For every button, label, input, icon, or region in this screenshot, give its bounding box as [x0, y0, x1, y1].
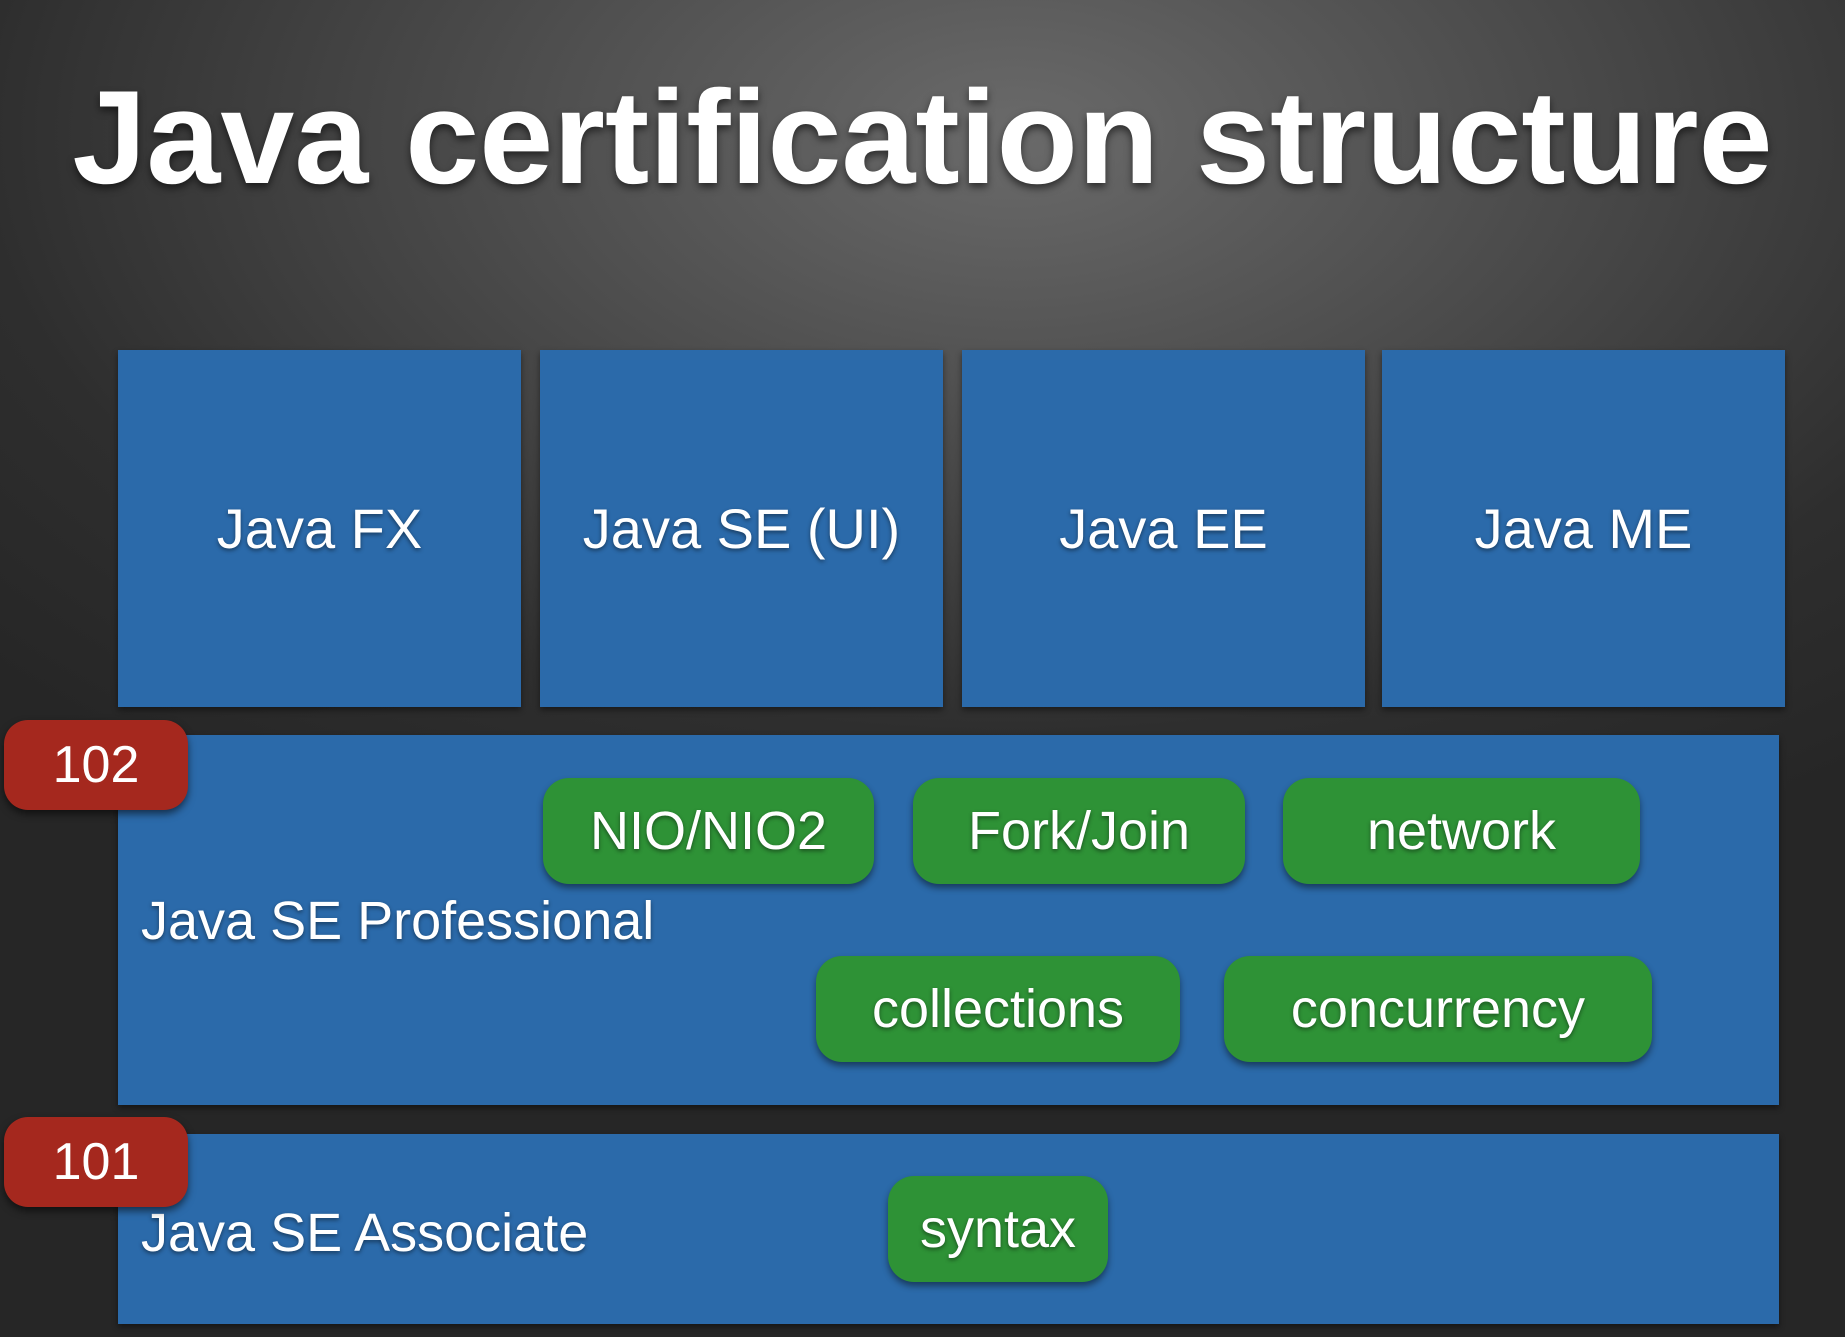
box-java-ee: Java EE: [962, 350, 1365, 707]
topic-network: network: [1283, 778, 1640, 884]
slide-title: Java certification structure: [72, 64, 1773, 212]
topic-nio: NIO/NIO2: [543, 778, 874, 884]
topic-concurrency: concurrency: [1224, 956, 1652, 1062]
badge-101: 101: [4, 1117, 188, 1207]
badge-102: 102: [4, 720, 188, 810]
topic-syntax: syntax: [888, 1176, 1108, 1282]
topic-fork-join: Fork/Join: [913, 778, 1245, 884]
band-professional-label: Java SE Professional: [141, 891, 655, 951]
topic-collections: collections: [816, 956, 1180, 1062]
band-associate-label: Java SE Associate: [141, 1203, 589, 1263]
box-java-fx: Java FX: [118, 350, 521, 707]
box-java-se-ui: Java SE (UI): [540, 350, 943, 707]
box-java-me: Java ME: [1382, 350, 1785, 707]
